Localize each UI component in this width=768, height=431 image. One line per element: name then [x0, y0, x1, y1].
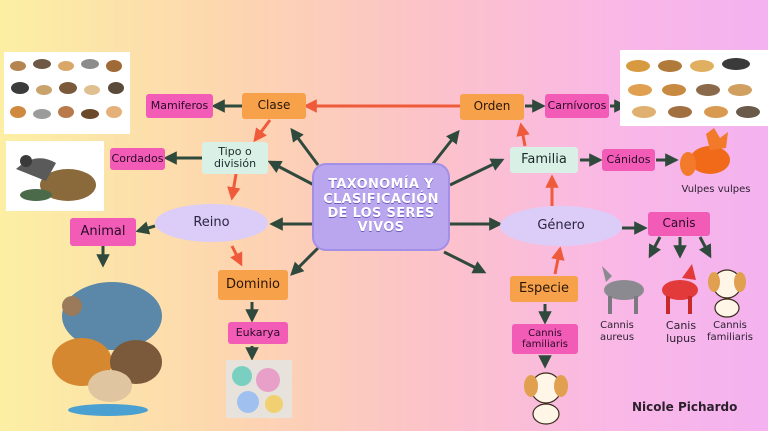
node-cordados[interactable]: Cordados — [110, 148, 165, 170]
wolf-image — [652, 260, 708, 318]
mammal-icons — [10, 59, 124, 119]
arrow-reino-animal — [135, 221, 156, 235]
chordates-image — [6, 141, 104, 211]
arrow-familia-orden — [516, 122, 530, 147]
carnivores-collage-image — [620, 50, 768, 126]
caption-vulpes-vulpes: Vulpes vulpes — [681, 184, 751, 195]
node-canidos[interactable]: Cánidos — [602, 149, 655, 171]
puppy-image — [522, 366, 570, 426]
node-mamiferos[interactable]: Mamiferos — [146, 94, 213, 118]
arrow-canis-aureus — [648, 236, 662, 259]
node-familia[interactable]: Familia — [510, 147, 578, 173]
node-carnivoros[interactable]: Carnívoros — [545, 94, 609, 118]
fox-image — [680, 124, 738, 182]
arrow-center-tipo — [267, 160, 315, 187]
golden-jackal-image — [594, 260, 654, 318]
arrow-especie-genero — [551, 246, 565, 275]
author-name: Nicole Pichardo — [632, 400, 738, 414]
arrow-center-orden — [430, 129, 460, 166]
arrow-center-clase — [290, 127, 320, 166]
node-reino[interactable]: Reino — [155, 204, 268, 242]
arrow-canis-familiaris — [698, 236, 712, 259]
eukarya-cells-image — [226, 360, 292, 418]
animal-kingdom-image — [42, 266, 172, 416]
central-topic[interactable]: TAXONOMÍA Y CLASIFICACIÓN DE LOS SERES V… — [312, 163, 450, 251]
caption-canis-lupus: Canis lupus — [665, 319, 697, 345]
node-clase[interactable]: Clase — [242, 93, 306, 119]
arrow-center-dominio — [290, 246, 320, 276]
node-genero[interactable]: Género — [500, 206, 622, 246]
node-orden[interactable]: Orden — [460, 94, 524, 120]
node-dominio[interactable]: Dominio — [218, 270, 288, 300]
node-tipo-division[interactable]: Tipo o división — [202, 142, 268, 174]
node-cannis-familiaris[interactable]: Cannis familiaris — [512, 324, 578, 354]
arrow-tipo-reino — [227, 173, 241, 201]
arrow-clase-tipo — [253, 119, 272, 143]
dog-image — [706, 262, 748, 318]
arrow-center-especie — [443, 250, 487, 274]
node-canis[interactable]: Canis — [648, 212, 710, 236]
node-animal[interactable]: Animal — [70, 218, 136, 246]
caption-cannis-familiaris: Cannis familiaris — [707, 320, 753, 343]
arrow-center-familia — [449, 158, 505, 187]
mammals-collage-image — [4, 52, 130, 134]
node-especie[interactable]: Especie — [510, 276, 578, 302]
arrow-reino-dominio — [230, 245, 243, 267]
caption-cannis-aureus: Cannis aureus — [599, 320, 635, 343]
node-eukarya[interactable]: Eukarya — [228, 322, 288, 344]
